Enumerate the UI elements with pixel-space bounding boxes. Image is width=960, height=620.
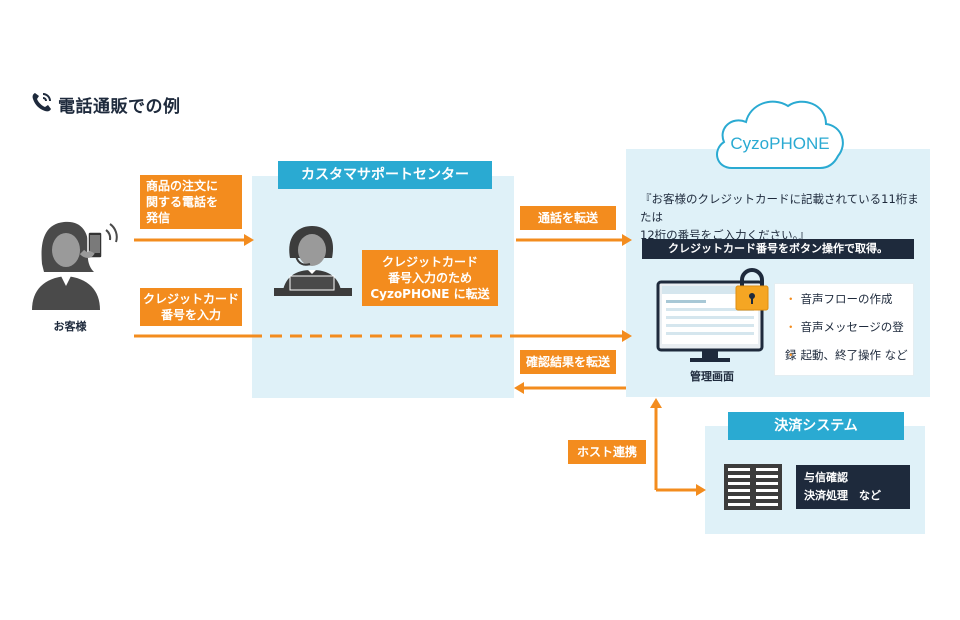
- host-link-label: ホスト連携: [568, 440, 646, 464]
- payment-system-title: 決済システム: [728, 412, 904, 440]
- support-center-title: カスタマサポートセンター: [278, 161, 492, 189]
- cyzophone-logo: CyzoPHONE: [730, 134, 830, 153]
- server-icon: [724, 464, 782, 510]
- page-title: 電話通販での例: [58, 97, 181, 117]
- order-call-label: 商品の注文に 関する電話を 発信: [140, 175, 242, 229]
- cyzophone-transfer-note: クレジットカード 番号入力のため CyzoPHONE に転送: [362, 250, 498, 306]
- feature-item: ・起動、終了操作 など: [785, 348, 908, 362]
- enter-card-label: クレジットカード 番号を入力: [140, 288, 242, 326]
- operator-icon: [274, 226, 352, 296]
- customer-label: お客様: [53, 320, 87, 333]
- admin-screen-label: 管理画面: [690, 370, 734, 383]
- feature-item: ・音声メッセージの登録: [785, 320, 904, 362]
- cloud-icon: [716, 100, 844, 169]
- card-capture-banner: クレジットカード番号をボタン操作で取得。: [642, 239, 914, 259]
- feature-list: ・音声フローの作成 ・音声メッセージの登録 ・起動、終了操作 など: [774, 283, 914, 376]
- customer-icon: [32, 221, 118, 310]
- payment-tasks: 与信確認 決済処理 など: [796, 465, 910, 509]
- feature-item: ・音声フローの作成: [785, 292, 893, 306]
- call-transfer-label: 通話を転送: [520, 206, 616, 230]
- result-transfer-label: 確認結果を転送: [520, 350, 616, 374]
- lock-icon: [735, 268, 769, 311]
- voice-prompt-quote: 『お客様のクレジットカードに記載されている11桁または 12桁の番号をご入力くだ…: [640, 192, 919, 242]
- phone-call-icon: [32, 93, 51, 112]
